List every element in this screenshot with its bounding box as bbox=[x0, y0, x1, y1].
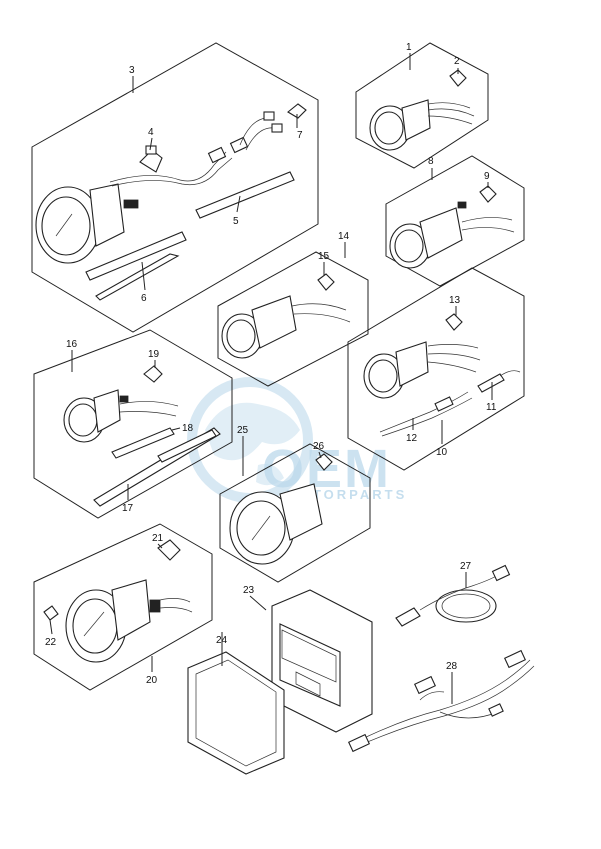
gauge-part-8-illustration bbox=[389, 201, 515, 269]
bulb-part-2-illustration bbox=[449, 69, 467, 87]
group-25-outline bbox=[219, 443, 371, 583]
gauge-part-10-illustration bbox=[363, 341, 481, 399]
gauge-part-1-illustration bbox=[369, 99, 475, 151]
callout-2: 2 bbox=[454, 56, 460, 67]
callout-7: 7 bbox=[297, 130, 303, 141]
callout-15: 15 bbox=[318, 251, 330, 262]
callout-23: 23 bbox=[243, 585, 255, 596]
group-16-outline bbox=[33, 329, 233, 519]
cover-part-24-illustration bbox=[187, 651, 285, 775]
tube-part-17-illustration bbox=[93, 427, 221, 507]
sensor-part-27-illustration bbox=[395, 564, 511, 627]
group-14-outline bbox=[217, 251, 369, 387]
harness-part-11-illustration bbox=[477, 370, 521, 393]
callout-19: 19 bbox=[148, 349, 160, 360]
callout-1: 1 bbox=[406, 42, 412, 53]
gauge-part-14-illustration bbox=[221, 295, 351, 359]
bulb-part-19-illustration bbox=[143, 365, 163, 383]
display-part-23-illustration bbox=[271, 589, 373, 733]
gauge-part-20-illustration bbox=[65, 579, 193, 663]
clip-part-18-illustration bbox=[111, 427, 175, 459]
bulb-part-22-illustration bbox=[43, 605, 59, 621]
tube-part-6-illustration bbox=[85, 231, 187, 301]
callout-16: 16 bbox=[66, 339, 78, 350]
gauge-part-3-illustration bbox=[35, 111, 283, 264]
callout-20: 20 bbox=[146, 675, 158, 686]
bulb-part-15-illustration bbox=[317, 273, 335, 291]
callout-18: 18 bbox=[182, 423, 194, 434]
callout-10: 10 bbox=[436, 447, 448, 458]
group-20-outline bbox=[33, 523, 213, 691]
callout-5: 5 bbox=[233, 216, 239, 227]
bulb-part-7-illustration bbox=[287, 103, 307, 119]
callout-6: 6 bbox=[141, 293, 147, 304]
callout-8: 8 bbox=[428, 156, 434, 167]
callout-25: 25 bbox=[237, 425, 249, 436]
harness-part-28-illustration bbox=[347, 649, 535, 753]
group-10-outline bbox=[347, 267, 525, 471]
callout-12: 12 bbox=[406, 433, 418, 444]
watermark: OEM MOTORPARTS bbox=[187, 377, 404, 503]
callout-4: 4 bbox=[148, 127, 154, 138]
bulb-socket-part-4-illustration bbox=[139, 145, 163, 173]
bulb-part-21-illustration bbox=[157, 539, 181, 561]
leader-lines bbox=[49, 53, 493, 704]
callout-27: 27 bbox=[460, 561, 472, 572]
callout-22: 22 bbox=[45, 637, 57, 648]
tube-part-5-illustration bbox=[195, 171, 295, 219]
callout-11: 11 bbox=[486, 402, 497, 413]
callout-24: 24 bbox=[216, 635, 228, 646]
gauge-part-16-illustration bbox=[63, 389, 179, 443]
gauge-part-25-illustration bbox=[229, 483, 323, 565]
group-3-outline bbox=[31, 42, 319, 333]
callout-13: 13 bbox=[449, 295, 461, 306]
callout-9: 9 bbox=[484, 171, 490, 182]
group-1-outline bbox=[355, 42, 489, 169]
bulb-part-9-illustration bbox=[479, 185, 497, 203]
bulb-part-26-illustration bbox=[315, 453, 333, 471]
bulb-part-13-illustration bbox=[445, 313, 463, 331]
harness-part-12-illustration bbox=[379, 391, 473, 437]
callout-21: 21 bbox=[152, 533, 164, 544]
group-8-outline bbox=[385, 155, 525, 287]
callout-14: 14 bbox=[338, 231, 350, 242]
callout-28: 28 bbox=[446, 661, 458, 672]
callout-3: 3 bbox=[129, 65, 135, 76]
callout-17: 17 bbox=[122, 503, 134, 514]
callout-26: 26 bbox=[313, 441, 325, 452]
callout-labels: 1 2 3 4 5 6 7 8 9 10 11 12 13 14 15 16 1… bbox=[45, 42, 497, 686]
